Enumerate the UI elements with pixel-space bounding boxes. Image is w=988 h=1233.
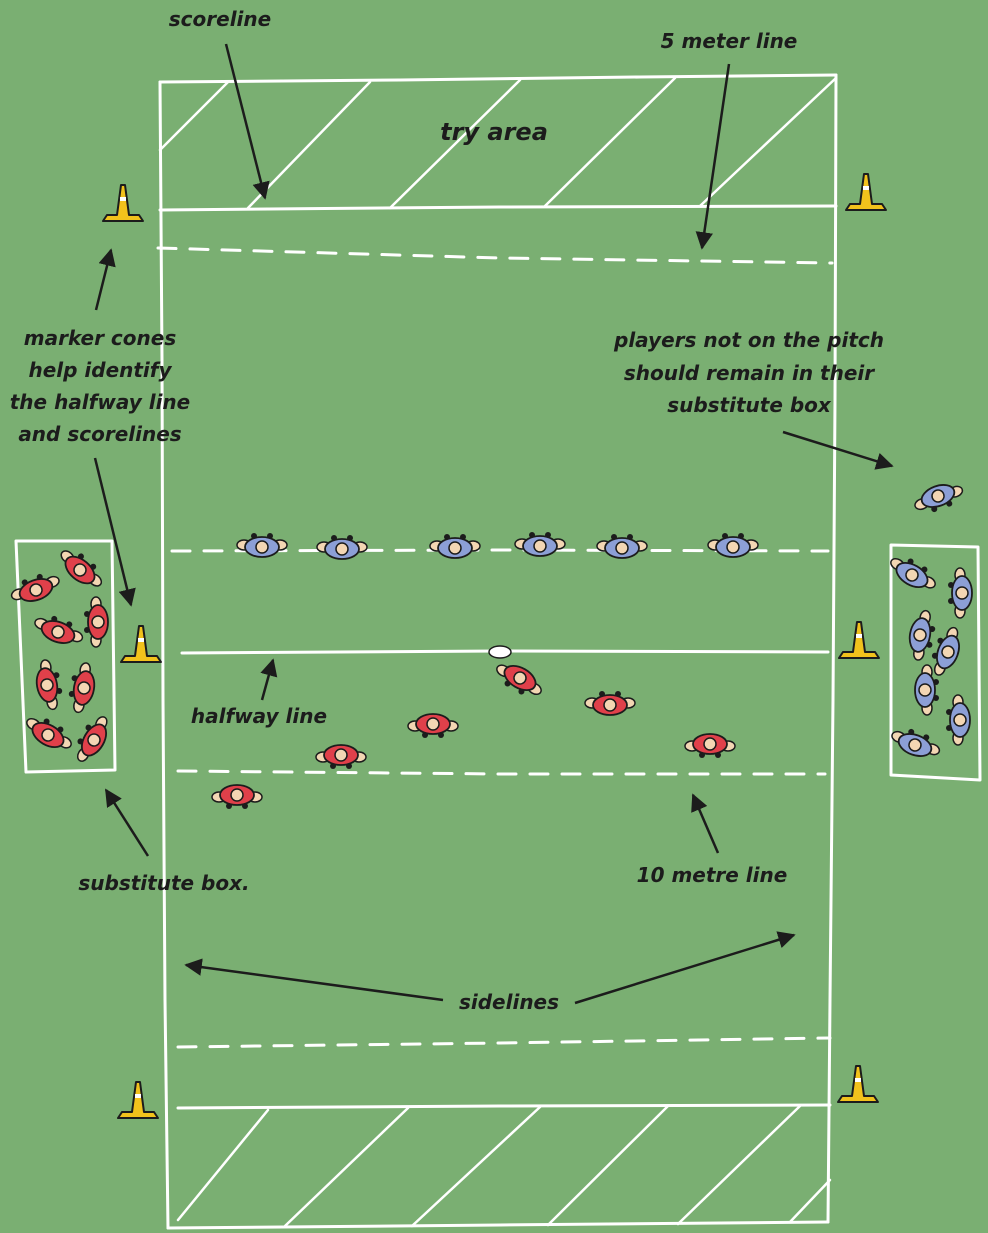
label-try-area: try area [440,118,548,146]
scoreline-arrow [226,44,265,198]
red-player-icon [31,610,86,650]
label-cones-3: the halfway line [10,390,191,414]
blue-player-icon [948,568,972,618]
players-layer [8,478,972,809]
blue-player-icon [911,478,966,518]
red-player-icon [54,543,108,594]
label-cones-1: marker cones [24,326,177,350]
top-5m-line [158,248,832,263]
bottom-try-area-hatching [178,1106,830,1226]
blue-player-icon [597,534,647,558]
blue-player-icon [708,533,758,557]
red-player-icon [212,785,262,809]
players-arrow [783,432,892,466]
blue-player-icon [317,535,367,559]
red-player-icon [316,745,366,769]
label-players-1: players not on the pitch [613,328,884,352]
left-sideline [160,82,168,1228]
ball-icon [489,646,511,658]
substitute-box-arrow [106,790,148,856]
blue-player-icon [946,695,970,745]
right-sideline [828,75,836,1222]
halfway-arrow [262,660,273,700]
blue-player-icon [237,533,287,557]
top-deadball-line [160,75,836,82]
red-player-icon [84,597,108,647]
ten-metre-arrow [693,795,718,853]
label-halfway-line: halfway line [191,704,327,728]
bottom-5m-line [178,1038,830,1047]
five-meter-arrow [702,64,729,248]
label-cones-4: and scorelines [18,422,181,446]
label-cones-2: help identify [28,358,172,382]
label-players-2: should remain in their [624,361,875,385]
blue-player-icon [888,723,943,763]
label-scoreline: scoreline [169,7,271,31]
bottom-scoreline [178,1105,830,1108]
annotation-labels: scoreline 5 meter line try area marker c… [10,7,884,1014]
cone-icon [103,185,143,221]
bottom-deadball-line [168,1222,828,1228]
cone-icon [121,626,161,662]
red-player-icon [33,658,65,711]
red-player-icon [21,710,76,756]
right-sideline-arrow [575,935,794,1003]
label-5-meter-line: 5 meter line [661,29,798,53]
left-sideline-arrow [186,965,443,1000]
cones-top-arrow [96,250,111,310]
red-player-icon [491,657,546,703]
label-10-metre-line: 10 metre line [637,863,788,887]
annotation-arrows [95,44,892,1003]
label-substitute-box: substitute box. [78,871,249,895]
top-scoreline [160,206,836,210]
red-player-icon [69,711,115,766]
label-sidelines: sidelines [459,990,559,1014]
cone-icon [846,174,886,210]
blue-player-icon [885,550,940,596]
red-player-icon [408,714,458,738]
red-player-icon [685,734,735,758]
red-player-icon [66,661,98,714]
label-players-3: substitute box [667,393,832,417]
bottom-10m-line [178,771,825,774]
cone-icon [839,622,879,658]
cone-icon [838,1066,878,1102]
blue-player-icon [430,534,480,558]
blue-player-icon [515,532,565,556]
red-player-icon [585,691,635,715]
cone-icon [118,1082,158,1118]
